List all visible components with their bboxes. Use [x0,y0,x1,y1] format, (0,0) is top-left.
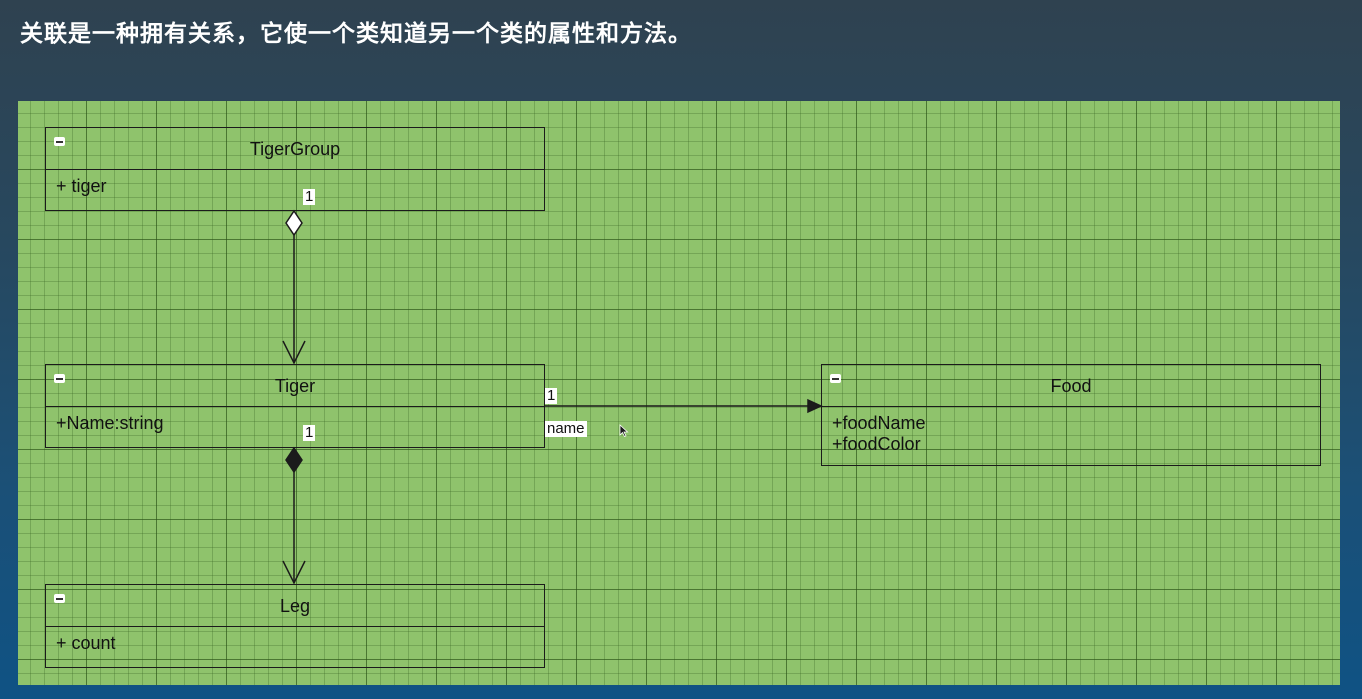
class-header: Tiger [46,365,544,407]
association-role-label: name [545,420,587,437]
class-name: Tiger [274,376,316,396]
class-attributes: +Name:string [46,407,544,440]
aggregation-diamond [285,209,303,237]
class-food[interactable]: Food +foodName +foodColor [821,364,1321,466]
composition-diamond [285,446,303,474]
attribute: + count [56,633,116,653]
aggregation-link[interactable] [282,209,306,365]
composition-multiplicity: 1 [303,424,316,441]
association-link[interactable] [545,398,823,414]
composition-link[interactable] [282,446,306,585]
class-header: Food [822,365,1320,407]
diagram-canvas: TigerGroup + tiger Tiger +Name:string Le… [18,101,1340,685]
aggregation-multiplicity: 1 [303,188,316,205]
class-leg[interactable]: Leg + count [45,584,545,668]
mouse-cursor-icon [619,424,629,438]
class-name: TigerGroup [249,139,341,159]
attribute: + tiger [56,176,107,196]
class-tiger[interactable]: Tiger +Name:string [45,364,545,448]
open-arrowhead [282,560,306,585]
attribute: +foodColor [832,434,921,454]
open-arrowhead [282,340,306,365]
class-attributes: + tiger [46,170,544,203]
collapse-icon[interactable] [54,137,65,146]
collapse-icon[interactable] [830,374,841,383]
relationship-lines [282,209,823,585]
association-multiplicity: 1 [545,387,558,404]
class-attributes: + count [46,627,544,660]
class-name: Leg [279,596,311,616]
collapse-icon[interactable] [54,594,65,603]
attribute: +foodName [832,413,926,433]
class-tigergroup[interactable]: TigerGroup + tiger [45,127,545,211]
attribute: +Name:string [56,413,164,433]
class-attributes: +foodName +foodColor [822,407,1320,461]
filled-arrowhead [807,398,823,414]
class-header: TigerGroup [46,128,544,170]
slide-title: 关联是一种拥有关系，它使一个类知道另一个类的属性和方法。 [20,21,692,47]
class-name: Food [1050,376,1092,396]
class-header: Leg [46,585,544,627]
collapse-icon[interactable] [54,374,65,383]
